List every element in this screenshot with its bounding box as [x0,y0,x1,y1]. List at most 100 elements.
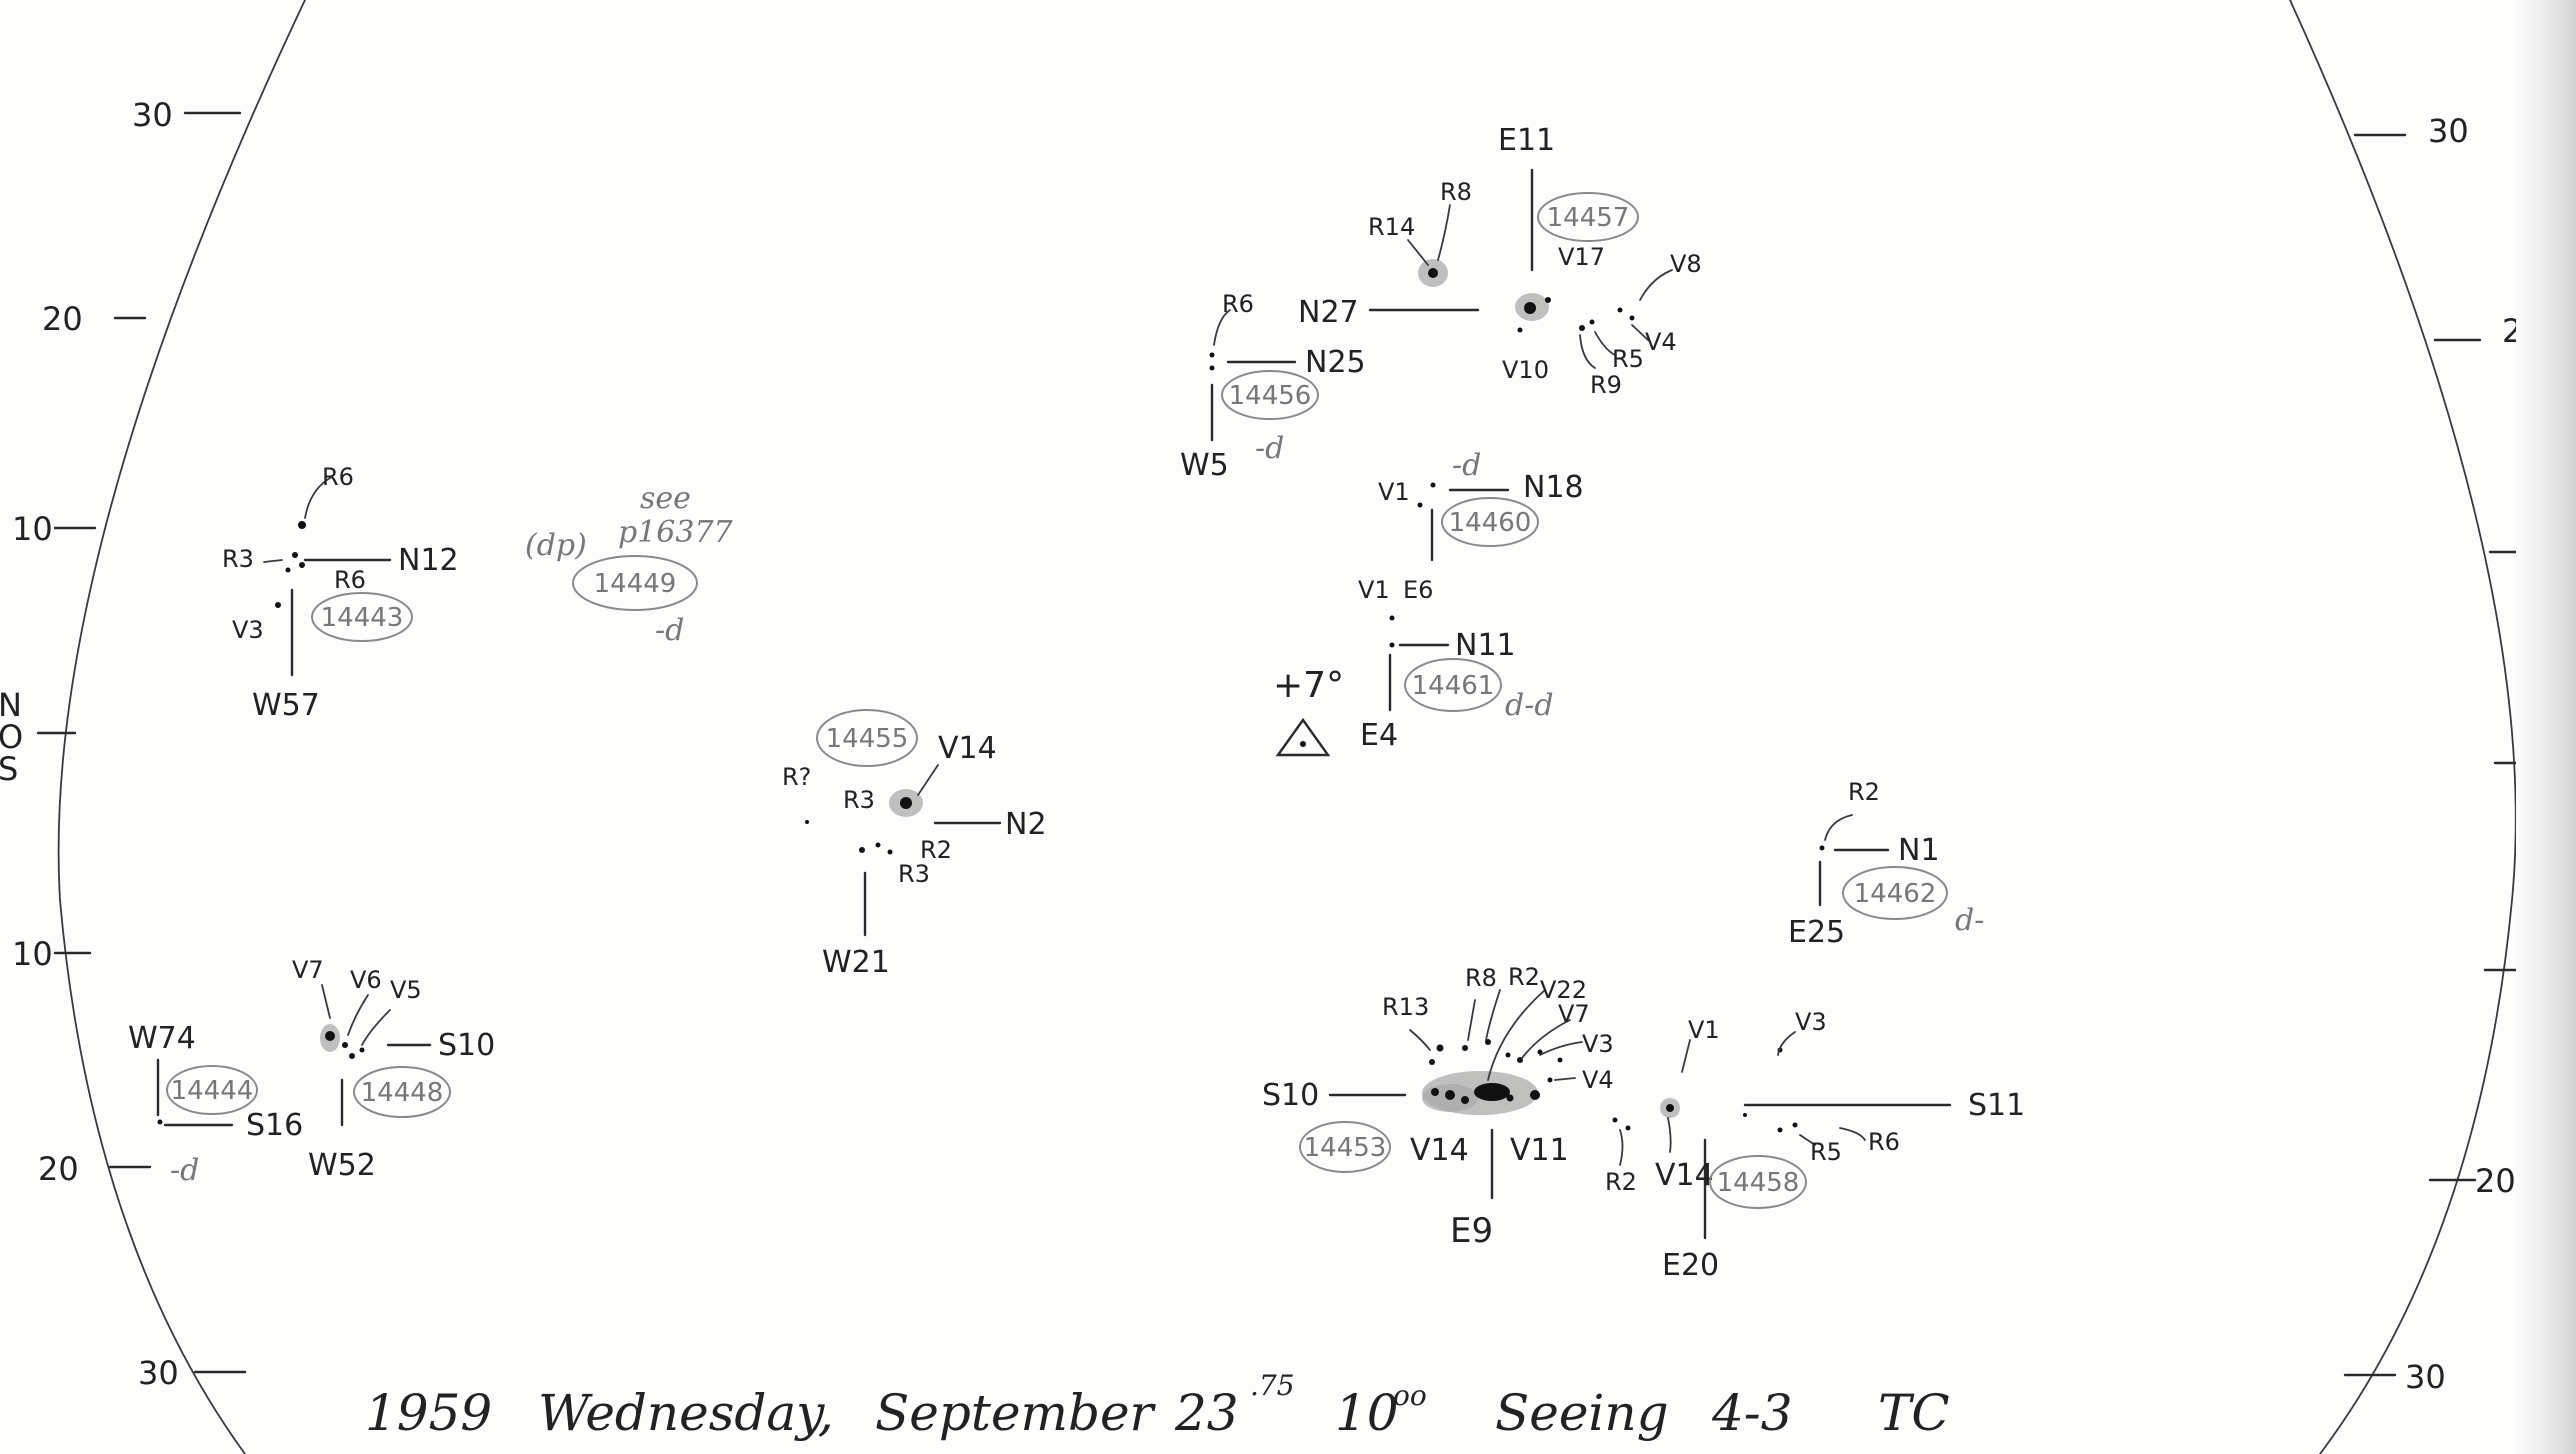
label-14455-r3a: R3 [843,786,875,814]
label-14448-v6: V6 [350,966,382,994]
paper-edge-shadow [2516,0,2576,1454]
observation-footer: 1959 Wednesday, September 23 .75 10 oo S… [365,1369,1950,1442]
label-14455-r3b: R3 [898,860,930,888]
label-14455-n2: N2 [1005,807,1047,842]
label-14455-v14: V14 [938,731,997,766]
label-14461-n11: N11 [1455,628,1516,663]
label-14449-see: see [640,481,691,516]
class-14444: -d [170,1153,199,1188]
label-14458-r6: R6 [1868,1128,1900,1156]
label-14457-v4: V4 [1645,328,1677,356]
label-14449-ref: p16377 [618,515,734,550]
label-14443-n12: N12 [398,543,459,578]
label-14453-r13: R13 [1382,993,1429,1021]
label-14453-v22: V22 [1540,976,1587,1004]
triangle-marker-icon [1275,717,1331,757]
label-14462-e25: E25 [1788,915,1845,950]
scale-left-10-bottom: 10 [12,935,53,973]
label-14457-v8: V8 [1670,250,1702,278]
footer-seeing-label: Seeing [1495,1384,1669,1442]
footer-month: September [875,1384,1157,1442]
group-number-14444: 14444 [171,1076,254,1106]
scale-left-s: S [0,750,18,788]
group-14455: 14455 R? V14 R3 N2 R2 R3 W21 [782,709,1047,980]
label-14460-v1: V1 [1378,478,1410,506]
group-14458: V1 V3 S11 R5 R6 R2 V14 E20 14458 [1605,1008,2025,1283]
footer-day-fraction: .75 [1250,1369,1295,1402]
label-14456-n25: N25 [1305,345,1366,380]
group-number-14443: 14443 [321,603,404,633]
label-14458-e20: E20 [1662,1248,1719,1283]
label-14457-v17: V17 [1558,243,1605,271]
label-14453-v14: V14 [1410,1133,1469,1168]
group-number-14449: 14449 [594,569,677,599]
footer-year: 1959 [365,1384,492,1442]
label-14457-n27: N27 [1298,295,1359,330]
label-14453-v7: V7 [1558,1000,1590,1028]
scale-left-o: O [0,718,23,756]
label-14453-v11: V11 [1510,1133,1569,1168]
scale-right-30-bottom: 30 [2405,1358,2446,1396]
label-14443-r3: R3 [222,545,254,573]
label-14460-n18: N18 [1523,470,1584,505]
footer-observer: TC [1878,1384,1950,1442]
label-14453-v3: V3 [1582,1030,1614,1058]
label-14458-r2: R2 [1605,1168,1637,1196]
label-14458-v3: V3 [1795,1008,1827,1036]
label-14456-w5: W5 [1180,448,1229,483]
label-14455-w21: W21 [822,945,890,980]
label-14453-r8: R8 [1465,964,1497,992]
label-14458-r5: R5 [1810,1138,1842,1166]
label-14462-r2: R2 [1848,778,1880,806]
scale-left-n: N [0,686,22,724]
group-number-14457: 14457 [1547,203,1630,233]
label-14444-w74: W74 [128,1021,196,1056]
label-14455-r2: R2 [920,836,952,864]
label-14444-s16: S16 [246,1108,303,1143]
label-14448-w52: W52 [308,1148,376,1183]
label-14448-s10: S10 [438,1028,495,1063]
label-14458-s11: S11 [1968,1088,2025,1123]
footer-time: 10 [1335,1384,1399,1442]
label-14456-r6: R6 [1222,290,1254,318]
label-14461-e6: E6 [1403,576,1433,604]
label-14453-e9: E9 [1450,1211,1493,1251]
label-14453-r2: R2 [1508,963,1540,991]
label-14457-r5: R5 [1612,345,1644,373]
group-number-14460: 14460 [1449,508,1532,538]
scale-right-30-top: 30 [2428,112,2469,150]
scale-right-20-bottom: 20 [2475,1162,2516,1200]
group-14457: E11 R14 R8 V17 N27 V8 V4 R5 V10 R9 14457 [1298,123,1702,399]
scale-left-30-bottom: 30 [138,1354,179,1392]
solar-limb-right [2289,0,2517,1454]
group-14448: V7 V6 V5 S10 W52 14448 [292,956,495,1183]
label-14461-v1: V1 [1358,576,1390,604]
class-14462: d- [1955,903,1984,938]
label-14458-v1: V1 [1688,1016,1720,1044]
group-14462: R2 N1 E25 14462 d- [1788,778,1984,950]
group-number-14456: 14456 [1229,381,1312,411]
group-number-14461: 14461 [1412,671,1495,701]
scale-left-30-top: 30 [132,96,173,134]
footer-seeing-value: 4-3 [1711,1384,1793,1442]
group-number-14453: 14453 [1304,1133,1387,1163]
group-14461: V1 E6 N11 +7° E4 14461 d-d [1273,576,1554,757]
label-14453-s10: S10 [1262,1078,1319,1113]
footer-weekday: Wednesday, [538,1384,834,1442]
scale-left-10-top: 10 [12,510,53,548]
group-number-14458: 14458 [1717,1168,1800,1198]
group-14449: (dp) see p16377 14449 -d [525,481,734,648]
label-14443-v3: V3 [232,616,264,644]
group-14443: R6 R3 R6 N12 V3 W57 14443 [222,463,459,723]
class-14456: -d [1255,431,1284,466]
label-14443-r6b: R6 [334,566,366,594]
solar-limb-left [57,0,306,1454]
label-14461-e4: E4 [1360,718,1398,753]
label-14457-r8: R8 [1440,178,1472,206]
label-14448-v5: V5 [390,976,422,1004]
group-14453: R13 R8 R2 V22 V7 V3 V4 S10 V14 V11 E9 14… [1262,963,1614,1251]
scale-left-20-bottom: 20 [38,1150,79,1188]
label-14455-r-unknown: R? [782,763,811,791]
